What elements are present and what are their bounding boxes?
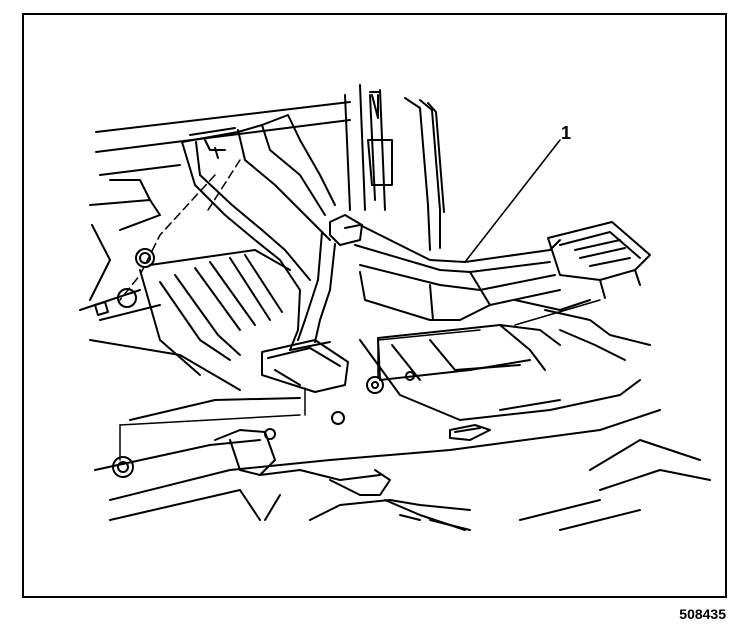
mounting-holes	[94, 159, 241, 316]
rear-floor-pan	[94, 397, 711, 531]
b-pillar	[344, 84, 445, 251]
callout-1-leader	[464, 139, 561, 263]
floor-pan-ribs	[89, 249, 291, 391]
left-floor-duct	[181, 114, 363, 393]
right-floor-duct	[344, 221, 651, 321]
center-floor-structure	[331, 299, 651, 425]
callout-1-label: 1	[561, 123, 572, 143]
figure-number: 508435	[679, 606, 726, 622]
dash-panel-lines	[79, 101, 351, 311]
figure-frame	[22, 13, 727, 598]
fastener-leader-lines	[119, 299, 601, 461]
